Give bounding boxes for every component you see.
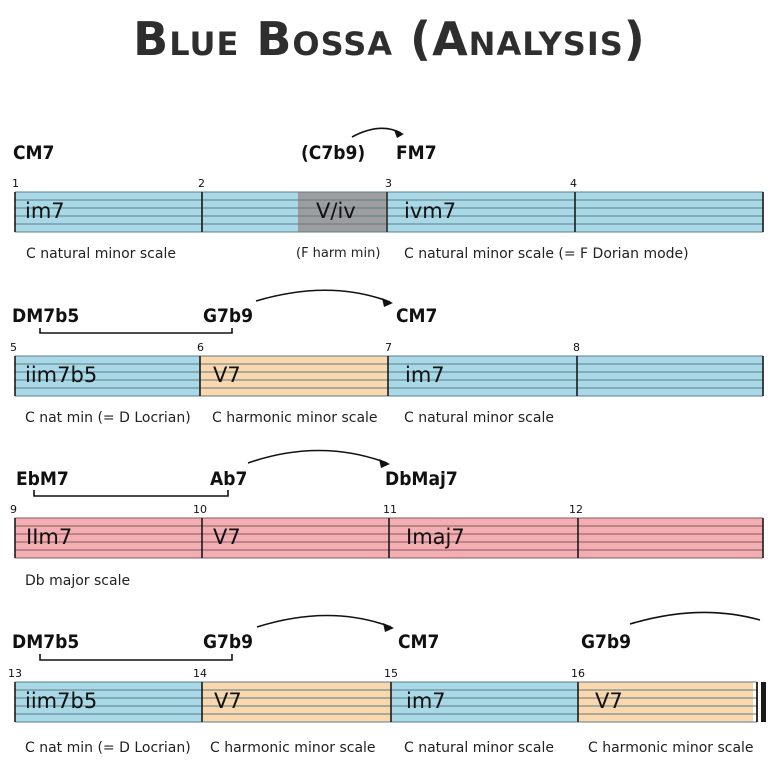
bracket bbox=[33, 490, 229, 497]
chord-label: EbM7 bbox=[16, 468, 69, 490]
measure-number: 16 bbox=[571, 667, 585, 680]
arrow bbox=[247, 449, 388, 464]
measure-number: 9 bbox=[10, 503, 17, 516]
staff-row-2 bbox=[14, 355, 764, 397]
measure-number: 7 bbox=[385, 341, 392, 354]
chord-label: (C7b9) bbox=[301, 142, 366, 164]
orange-region bbox=[578, 682, 753, 722]
chord-label: DM7b5 bbox=[12, 305, 80, 327]
scale-label: C harmonic minor scale bbox=[212, 410, 378, 426]
function-label: V/iv bbox=[316, 199, 356, 223]
chord-label: DbMaj7 bbox=[385, 468, 458, 490]
orange-region bbox=[200, 356, 388, 396]
function-label: IIm7 bbox=[26, 525, 73, 549]
measure-number: 6 bbox=[197, 341, 204, 354]
measure-number: 11 bbox=[383, 503, 397, 516]
function-label: iim7b5 bbox=[25, 689, 98, 713]
function-label: Imaj7 bbox=[406, 525, 465, 549]
function-label: V7 bbox=[213, 363, 241, 387]
function-label: ivm7 bbox=[404, 199, 457, 223]
arrow bbox=[255, 289, 391, 303]
staff-row-3 bbox=[14, 517, 764, 559]
measure-number: 14 bbox=[193, 667, 207, 680]
scale-label: Db major scale bbox=[25, 573, 131, 589]
arrow bbox=[256, 614, 392, 628]
blue-region bbox=[15, 356, 200, 396]
function-label: im7 bbox=[406, 689, 446, 713]
measure-number: 13 bbox=[8, 667, 22, 680]
scale-label: C harmonic minor scale bbox=[588, 740, 754, 756]
ii-v-brackets bbox=[33, 328, 233, 661]
blue-region bbox=[391, 682, 578, 722]
function-label: V7 bbox=[214, 689, 242, 713]
measure-number: 4 bbox=[570, 177, 577, 190]
scale-label: C natural minor scale (= F Dorian mode) bbox=[404, 246, 689, 262]
scale-label: C nat min (= D Locrian) bbox=[25, 740, 191, 756]
blue-region bbox=[15, 682, 202, 722]
arrow bbox=[351, 127, 402, 138]
chord-label: G7b9 bbox=[203, 305, 254, 327]
scale-label: C harmonic minor scale bbox=[210, 740, 376, 756]
orange-region bbox=[202, 682, 391, 722]
final-barline-thick bbox=[761, 682, 766, 722]
function-label: V7 bbox=[213, 525, 241, 549]
function-label: im7 bbox=[405, 363, 445, 387]
chord-label: CM7 bbox=[398, 631, 440, 653]
scale-label: C natural minor scale bbox=[26, 246, 176, 262]
bracket bbox=[39, 654, 233, 661]
chord-label: DM7b5 bbox=[12, 631, 80, 653]
chord-label: G7b9 bbox=[581, 631, 632, 653]
measure-number: 5 bbox=[10, 341, 17, 354]
measure-number: 8 bbox=[573, 341, 580, 354]
measure-number: 12 bbox=[569, 503, 583, 516]
scale-label: C natural minor scale bbox=[404, 740, 554, 756]
scale-label: C nat min (= D Locrian) bbox=[25, 410, 191, 426]
staff-row-4 bbox=[14, 681, 766, 723]
scale-label: (F harm min) bbox=[296, 246, 381, 261]
page-title: Blue Bossa (Analysis) bbox=[133, 12, 646, 66]
chord-label: FM7 bbox=[396, 142, 437, 164]
blue-region bbox=[15, 192, 298, 232]
bracket bbox=[39, 328, 233, 334]
resolution-arrows bbox=[247, 127, 761, 628]
chord-label: CM7 bbox=[13, 142, 55, 164]
staff-row-1 bbox=[14, 191, 764, 233]
chord-label: Ab7 bbox=[210, 468, 248, 490]
function-label: V7 bbox=[595, 689, 623, 713]
chord-label: CM7 bbox=[396, 305, 438, 327]
arrow-heads bbox=[379, 130, 404, 632]
function-label: im7 bbox=[25, 199, 65, 223]
blue-region bbox=[388, 356, 763, 396]
arrow bbox=[629, 611, 761, 625]
measure-number: 15 bbox=[384, 667, 398, 680]
measure-number: 1 bbox=[12, 177, 19, 190]
chord-label: G7b9 bbox=[203, 631, 254, 653]
scale-label: C natural minor scale bbox=[404, 410, 554, 426]
measure-number: 3 bbox=[385, 177, 392, 190]
measure-number: 10 bbox=[193, 503, 207, 516]
gray-region bbox=[298, 192, 386, 232]
measure-number: 2 bbox=[198, 177, 205, 190]
function-label: iim7b5 bbox=[25, 363, 98, 387]
